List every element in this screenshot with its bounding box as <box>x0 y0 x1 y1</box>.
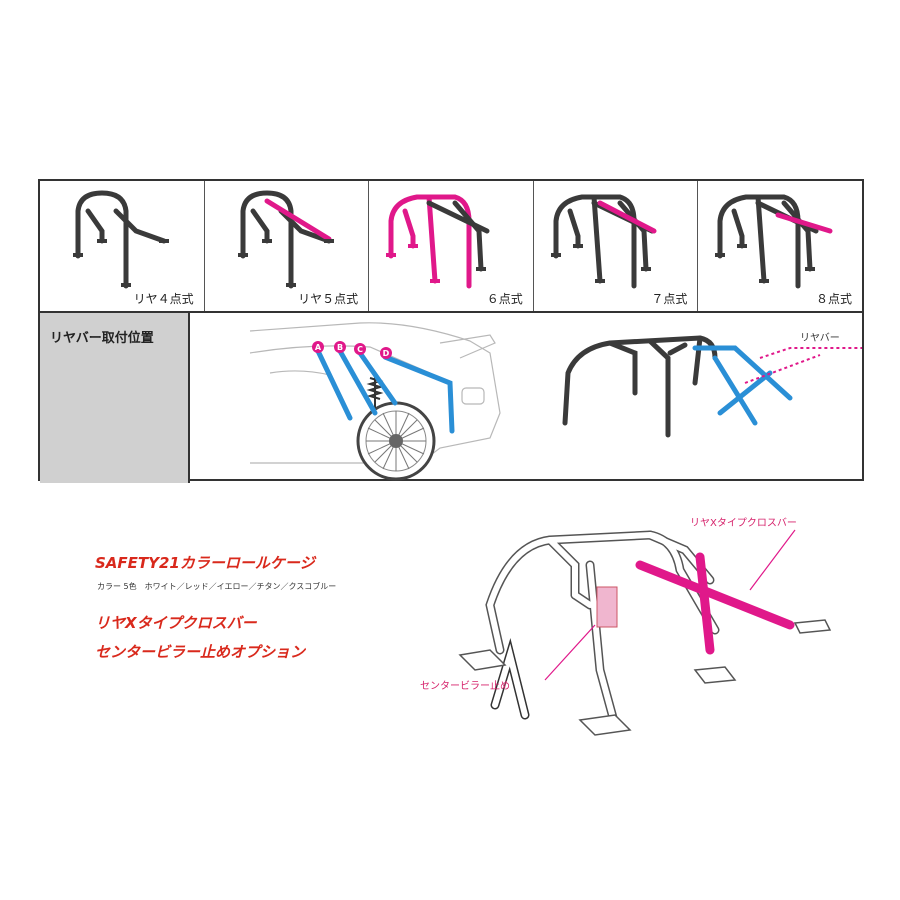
cage-8-point-illustration <box>715 194 833 289</box>
center-pillar-bracket <box>596 586 618 628</box>
promo-colors: カラー 5色 ホワイト／レッド／イエロー／チタン／クスコブルー <box>97 582 337 591</box>
variant-label: リヤ５点式 <box>298 292 359 306</box>
promo-option-2: センタービラー止めオプション <box>95 643 306 661</box>
variant-label: リヤ４点式 <box>133 292 194 306</box>
center-pillar-callout: センタービラー止め <box>420 681 510 692</box>
point-d-marker <box>380 347 392 359</box>
mounting-row: リヤバー取付位置 <box>40 311 890 483</box>
mounting-diagram: A B C D <box>190 313 890 481</box>
promo-option-1: リヤXタイプクロスバー <box>95 614 257 632</box>
point-b-marker <box>334 341 346 353</box>
color-cage-diagram <box>400 505 840 745</box>
point-c-marker <box>354 343 366 355</box>
rear-bar-positions <box>315 348 455 434</box>
x-crossbar-callout: リヤXタイプクロスバー <box>690 518 797 529</box>
mounting-side-panel: リヤバー取付位置 <box>40 313 190 483</box>
variant-rear-5: リヤ５点式 <box>205 181 370 311</box>
cage-4-point-illustration <box>73 190 169 289</box>
variants-row: リヤ４点式 リヤ５点式 <box>40 181 862 311</box>
variant-label: ７点式 <box>651 292 688 306</box>
rear-bar-label: リヤバー <box>800 332 840 344</box>
variant-rear-4: リヤ４点式 <box>40 181 205 311</box>
cage-6-point-illustration <box>386 194 490 289</box>
mounting-title: リヤバー取付位置 <box>50 331 154 346</box>
variant-label: ８点式 <box>815 292 852 306</box>
x-crossbar <box>635 552 795 655</box>
cage-5-point-illustration <box>237 190 334 289</box>
variant-6: ６点式 <box>369 181 534 311</box>
mounting-point-markers: A B C D <box>312 341 392 359</box>
point-b-label: B <box>337 343 343 352</box>
color-cage-illustration <box>458 529 832 736</box>
point-d-label: D <box>383 349 390 358</box>
promo-title: SAFETY21カラーロールケージ <box>95 554 315 572</box>
cage-7-point-illustration <box>550 194 657 289</box>
point-c-label: C <box>357 345 363 354</box>
cage-variants-table: リヤ４点式 リヤ５点式 <box>38 179 890 483</box>
wheel-icon <box>356 401 436 481</box>
variant-label: ６点式 <box>486 292 523 306</box>
variant-7: ７点式 <box>534 181 699 311</box>
point-a-label: A <box>315 343 322 352</box>
variant-8: ８点式 <box>698 181 862 311</box>
point-a-marker <box>312 341 324 353</box>
mounting-illustration: A B C D <box>249 322 890 481</box>
cage-rear-bar-illustration <box>562 335 718 438</box>
